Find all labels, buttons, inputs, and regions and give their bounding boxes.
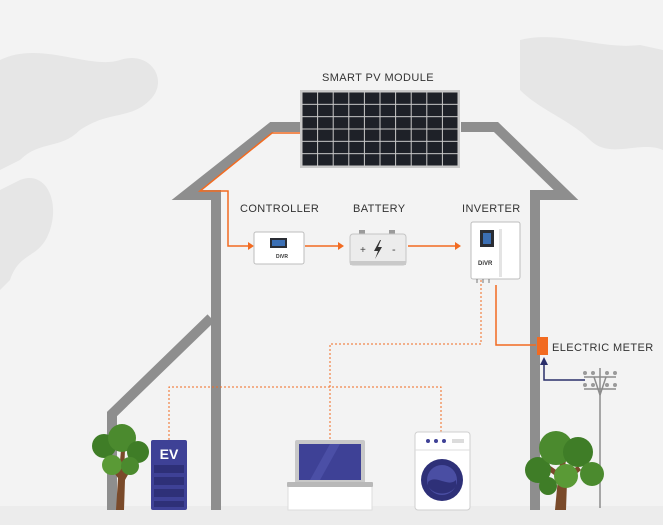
pv-module-label: SMART PV MODULE bbox=[322, 72, 434, 84]
panel-cell bbox=[333, 104, 349, 117]
panel-cell bbox=[364, 104, 380, 117]
panel-cell bbox=[318, 154, 333, 166]
meter-arrowhead bbox=[540, 357, 548, 365]
panel-cell bbox=[333, 129, 349, 141]
panel-cell bbox=[333, 92, 349, 104]
panel-cell bbox=[411, 117, 427, 129]
inverter-icon: DiVR bbox=[470, 221, 521, 283]
power-wiring bbox=[197, 132, 536, 346]
inverter-brand: DiVR bbox=[478, 261, 493, 267]
panel-cell bbox=[427, 104, 442, 117]
electric-meter-label: ELECTRIC METER bbox=[552, 342, 654, 354]
meter-arrow bbox=[543, 364, 585, 381]
ev-charger-icon: EV bbox=[151, 440, 187, 510]
background-map bbox=[0, 37, 663, 290]
panel-cell bbox=[318, 92, 333, 104]
panel-cell bbox=[302, 117, 318, 129]
battery-minus: - bbox=[392, 244, 396, 256]
panel-cell bbox=[302, 154, 318, 166]
panel-cell bbox=[380, 154, 396, 166]
laptop-icon bbox=[287, 440, 373, 511]
ground bbox=[0, 506, 663, 525]
panel-cell bbox=[302, 92, 318, 104]
panel-cell bbox=[411, 92, 427, 104]
panel-cell bbox=[442, 104, 458, 117]
panel-cell bbox=[364, 154, 380, 166]
panel-cell bbox=[427, 129, 442, 141]
panel-cell bbox=[411, 104, 427, 117]
panel-cell bbox=[380, 104, 396, 117]
panel-cell bbox=[442, 92, 458, 104]
solar-panel-icon bbox=[300, 90, 460, 168]
panel-cell bbox=[442, 141, 458, 154]
panel-cell bbox=[396, 129, 411, 141]
panel-cell bbox=[396, 104, 411, 117]
controller-brand: DiVR bbox=[276, 254, 288, 260]
panel-cell bbox=[396, 117, 411, 129]
controller-icon: DiVR bbox=[253, 231, 305, 265]
panel-cell bbox=[411, 154, 427, 166]
panel-cell bbox=[411, 129, 427, 141]
panel-cell bbox=[333, 141, 349, 154]
panel-cell bbox=[364, 141, 380, 154]
panel-cell bbox=[380, 141, 396, 154]
battery-plus: + bbox=[360, 245, 366, 256]
house-outline bbox=[107, 122, 579, 510]
panel-cell bbox=[396, 141, 411, 154]
inverter-label: INVERTER bbox=[462, 203, 521, 215]
panel-cell bbox=[442, 154, 458, 166]
distribution-lines bbox=[168, 280, 482, 440]
panel-cell bbox=[349, 129, 364, 141]
panel-cell bbox=[318, 141, 333, 154]
panel-cell bbox=[427, 117, 442, 129]
tree-icon bbox=[92, 424, 149, 510]
panel-cell bbox=[427, 154, 442, 166]
panel-cell bbox=[302, 141, 318, 154]
panel-cell bbox=[333, 117, 349, 129]
panel-cell bbox=[364, 117, 380, 129]
panel-cell bbox=[427, 141, 442, 154]
bolt-icon bbox=[374, 240, 382, 259]
panel-cell bbox=[349, 141, 364, 154]
panel-cell bbox=[302, 129, 318, 141]
panel-cell bbox=[380, 129, 396, 141]
panel-cell bbox=[333, 154, 349, 166]
panel-cell bbox=[318, 117, 333, 129]
battery-label: BATTERY bbox=[353, 203, 406, 215]
panel-cell bbox=[380, 117, 396, 129]
panel-cell bbox=[411, 141, 427, 154]
power-pole-icon bbox=[583, 368, 617, 508]
panel-cell bbox=[380, 92, 396, 104]
controller-label: CONTROLLER bbox=[240, 203, 320, 215]
panel-cell bbox=[442, 117, 458, 129]
panel-cell bbox=[302, 104, 318, 117]
panel-cell bbox=[349, 104, 364, 117]
meter-icon bbox=[537, 337, 548, 355]
panel-cell bbox=[349, 92, 364, 104]
panel-cell bbox=[364, 92, 380, 104]
panel-cell bbox=[427, 92, 442, 104]
panel-cell bbox=[318, 129, 333, 141]
panel-cell bbox=[396, 154, 411, 166]
panel-cell bbox=[349, 154, 364, 166]
panel-cell bbox=[364, 129, 380, 141]
washing-machine-icon bbox=[414, 431, 471, 511]
panel-cell bbox=[349, 117, 364, 129]
tree-icon bbox=[525, 431, 604, 510]
ev-label: EV bbox=[160, 446, 179, 462]
panel-cell bbox=[318, 104, 333, 117]
battery-icon: + - bbox=[349, 230, 407, 266]
panel-cell bbox=[442, 129, 458, 141]
panel-cell bbox=[396, 92, 411, 104]
wiring-arrowheads bbox=[248, 242, 461, 250]
